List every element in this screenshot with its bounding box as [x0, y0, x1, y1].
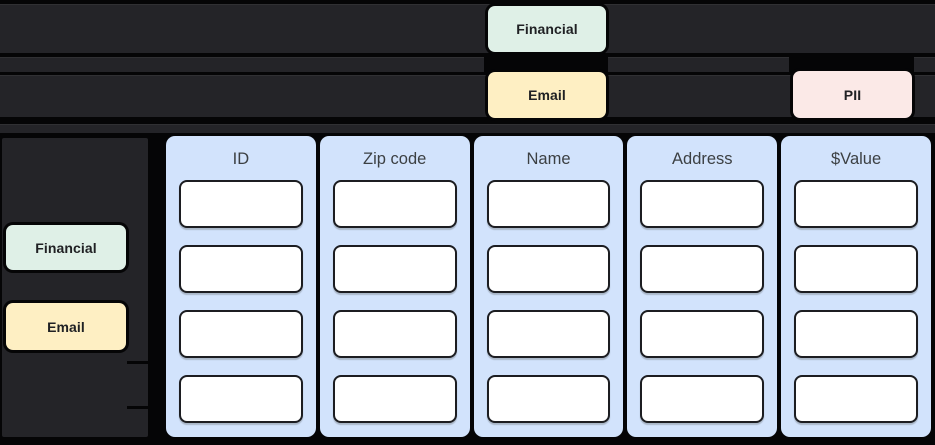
- tag-financial-row[interactable]: Financial: [488, 6, 606, 52]
- tag-email-column[interactable]: Email: [6, 303, 126, 350]
- table-cell: [179, 245, 303, 293]
- table-cell: [794, 245, 918, 293]
- table-cell: [794, 375, 918, 423]
- tag-pii-row[interactable]: PII: [793, 71, 912, 118]
- table-cell: [179, 375, 303, 423]
- table-cell: [332, 375, 457, 423]
- table-cell: [332, 310, 457, 358]
- row-strip-break: [484, 56, 608, 73]
- row-strip-financial: [0, 4, 935, 53]
- table-cell: [179, 180, 303, 228]
- column-header-address: Address: [672, 150, 733, 168]
- tag-email-row[interactable]: Email: [488, 72, 606, 118]
- row-strip-email-pii: [0, 75, 935, 117]
- table-cell: [640, 180, 765, 228]
- column-header-zip-code: Zip code: [363, 150, 427, 168]
- row-strip-thin: [0, 124, 935, 133]
- table-cell: [179, 310, 303, 358]
- table-cell: [332, 245, 457, 293]
- column-zip-code: Zip code: [319, 136, 470, 437]
- left-tag-panel: [2, 138, 150, 442]
- column-header-name: Name: [526, 150, 571, 168]
- table-cell: [486, 310, 611, 358]
- table-cell: [640, 375, 765, 423]
- row-edge-mark: [127, 439, 150, 442]
- row-edge-mark: [127, 406, 150, 409]
- tag-financial-column[interactable]: Financial: [6, 225, 126, 270]
- column-header-value: $Value: [831, 150, 882, 168]
- table-cell: [332, 180, 457, 228]
- table-cell: [486, 180, 611, 228]
- table: ID Zip code Name Address: [166, 136, 931, 437]
- row-strip-partial: [0, 57, 935, 72]
- column-name: Name: [473, 136, 624, 437]
- table-cell: [794, 180, 918, 228]
- table-cell: [486, 375, 611, 423]
- column-id: ID: [166, 136, 316, 437]
- column-value: $Value: [781, 136, 931, 437]
- column-header-id: ID: [232, 150, 250, 168]
- row-strip-break: [789, 56, 914, 73]
- table-cell: [486, 245, 611, 293]
- row-edge-mark: [127, 361, 150, 364]
- table-cell: [640, 310, 765, 358]
- column-address: Address: [627, 136, 778, 437]
- table-cell: [640, 245, 765, 293]
- table-cell: [794, 310, 918, 358]
